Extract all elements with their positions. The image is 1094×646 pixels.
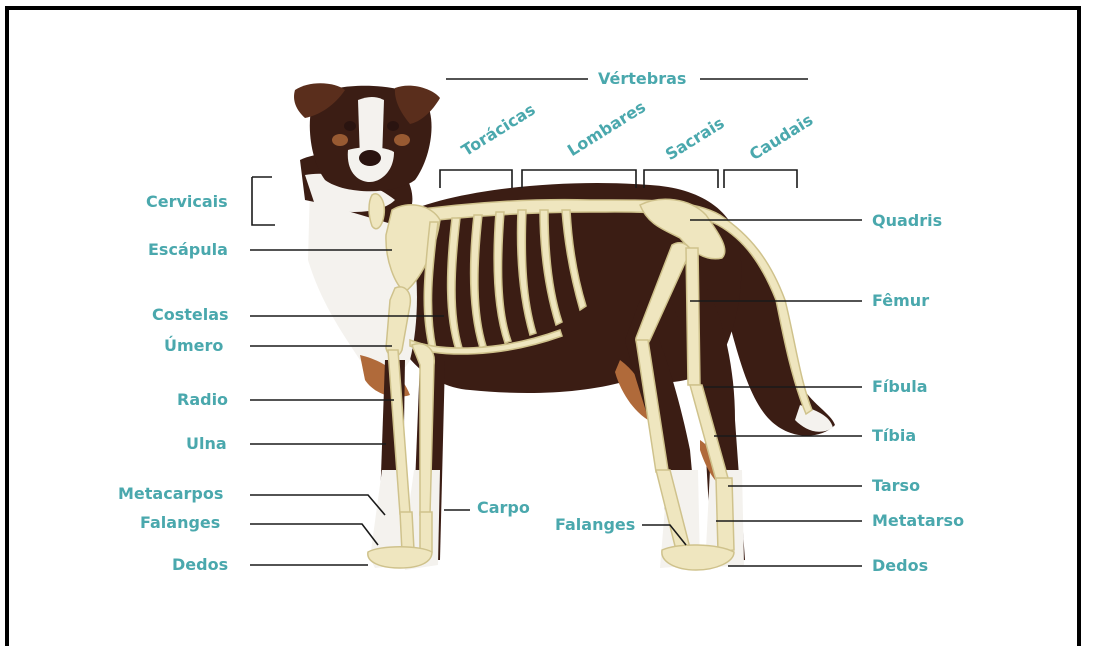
hind-digits-label: Dedos bbox=[872, 556, 928, 576]
carpus-label: Carpo bbox=[477, 498, 530, 518]
femur-label: Fêmur bbox=[872, 291, 929, 311]
metatarsus-label: Metatarso bbox=[872, 511, 964, 531]
ribs-label: Costelas bbox=[152, 305, 229, 325]
front-phalanges-label: Falanges bbox=[140, 513, 220, 533]
scapula-label: Escápula bbox=[148, 240, 228, 260]
metacarpals-label: Metacarpos bbox=[118, 484, 223, 504]
hips-label: Quadris bbox=[872, 211, 942, 231]
cervical-vertebrae-bone bbox=[369, 194, 384, 229]
radius-label: Radio bbox=[177, 390, 228, 410]
hind-phalanges-label: Falanges bbox=[555, 515, 635, 535]
cervical-label: Cervicais bbox=[146, 192, 228, 212]
ulna-label: Ulna bbox=[186, 434, 227, 454]
front-digits-label: Dedos bbox=[172, 555, 228, 575]
tibia-label: Tíbia bbox=[872, 426, 916, 446]
fibula-label: Fíbula bbox=[872, 377, 928, 397]
tarsus-label: Tarso bbox=[872, 476, 920, 496]
humerus-label: Úmero bbox=[164, 336, 223, 356]
vertebrae-header-label: Vértebras bbox=[598, 69, 686, 89]
